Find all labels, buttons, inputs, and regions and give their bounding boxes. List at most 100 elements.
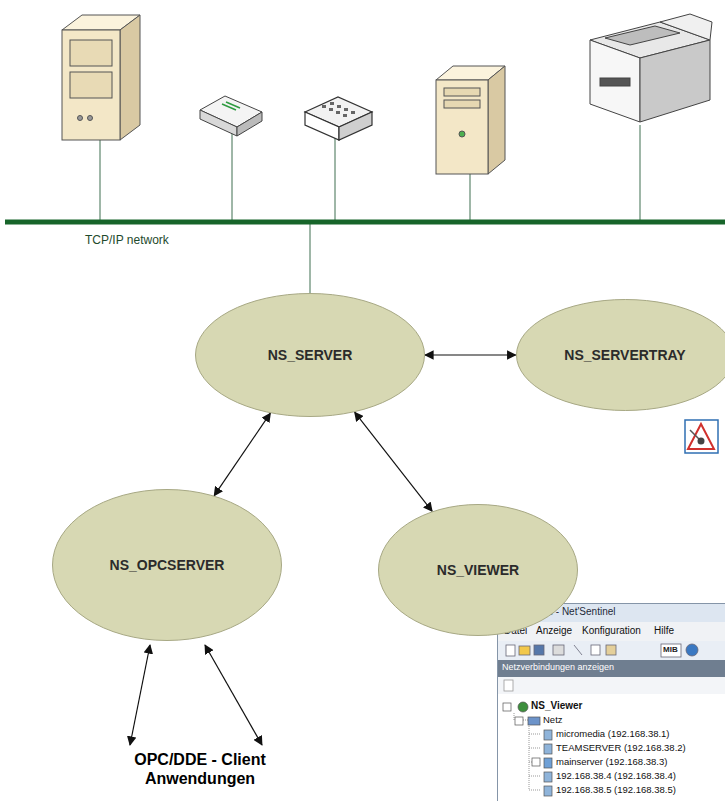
tray-icon-frame bbox=[685, 420, 718, 453]
switch-port bbox=[336, 111, 340, 114]
tool-help bbox=[686, 644, 698, 656]
printer-front bbox=[590, 40, 640, 122]
pc-front bbox=[436, 80, 488, 174]
network-bus bbox=[5, 220, 725, 225]
tree-lines bbox=[514, 713, 541, 790]
drop-line bbox=[100, 140, 101, 222]
process-ellipse: NS_VIEWER bbox=[378, 504, 578, 636]
router-icon bbox=[200, 96, 262, 136]
window-subtoolbar bbox=[498, 677, 725, 694]
printer-icon bbox=[590, 14, 712, 122]
node-label-group: NS_OPCSERVER bbox=[110, 557, 225, 573]
printer-side bbox=[640, 40, 710, 122]
switch-port bbox=[351, 111, 355, 114]
window-toolbar bbox=[498, 641, 725, 660]
tray-icon-ball bbox=[698, 438, 705, 445]
pc-drive bbox=[444, 100, 480, 108]
screenshot-text: mainserver (192.168.38.3) bbox=[556, 756, 667, 767]
tool-copy bbox=[591, 645, 600, 655]
subtool-icon bbox=[504, 680, 513, 691]
tool-paste bbox=[606, 645, 616, 655]
node-label: NS_SERVERTRAY bbox=[564, 347, 685, 363]
process-ellipse: NS_OPCSERVER bbox=[52, 489, 282, 641]
node-label-group: NS_SERVERTRAY bbox=[564, 347, 685, 363]
server-button bbox=[88, 116, 93, 121]
tree-host bbox=[544, 786, 552, 796]
screenshot-text: Konfiguration bbox=[582, 625, 641, 637]
network-drops bbox=[100, 125, 640, 293]
router-side bbox=[237, 112, 262, 136]
printer-tray bbox=[660, 14, 712, 40]
switch-port bbox=[329, 108, 333, 111]
drop-line bbox=[310, 222, 311, 293]
node-label-group: NS_VIEWER bbox=[437, 562, 519, 578]
tool-save bbox=[534, 645, 544, 655]
node-label-group: NS_SERVER bbox=[268, 347, 353, 363]
screenshot-text: micromedia (192.168.38.1) bbox=[556, 728, 670, 739]
tool-mib bbox=[661, 644, 681, 657]
tree-host bbox=[544, 758, 552, 768]
server-side bbox=[120, 15, 140, 140]
pc-led bbox=[459, 131, 465, 137]
drop-line bbox=[640, 125, 641, 222]
printer-slot bbox=[600, 78, 630, 86]
router-leds bbox=[222, 102, 240, 110]
switch-icon bbox=[305, 97, 372, 140]
screenshot-text: Hilfe bbox=[654, 625, 674, 637]
node-label: NS_VIEWER bbox=[437, 562, 519, 578]
screenshot-window bbox=[498, 604, 725, 801]
switch-ports bbox=[322, 102, 355, 117]
connector-arrow bbox=[425, 354, 516, 355]
screenshot-text: Anzeige bbox=[536, 625, 572, 637]
tree-host bbox=[544, 772, 552, 782]
router-led bbox=[226, 102, 240, 108]
process-ellipse: NS_SERVER bbox=[195, 293, 425, 417]
ellipse-shape bbox=[379, 505, 578, 636]
tree-globe bbox=[518, 702, 528, 712]
window-frame bbox=[498, 604, 725, 801]
server-bay bbox=[70, 72, 112, 98]
switch-port bbox=[322, 105, 326, 108]
tree-line bbox=[514, 713, 541, 790]
tree-toggle bbox=[503, 703, 511, 711]
screenshot-text: 192.168.38.5 (192.168.38.5) bbox=[556, 784, 676, 795]
screenshot-text: MIB bbox=[663, 645, 678, 655]
server-bay bbox=[70, 40, 112, 66]
switch-front bbox=[305, 112, 339, 140]
screenshot-text: Netz bbox=[543, 714, 563, 725]
server-icon bbox=[62, 15, 140, 140]
connector-arrow bbox=[214, 413, 270, 495]
tree-host bbox=[544, 730, 552, 740]
switch-side bbox=[339, 112, 372, 140]
tray-icon-triangle bbox=[688, 424, 714, 449]
pc-side bbox=[488, 66, 505, 174]
server-front bbox=[62, 30, 120, 140]
ellipse-shape bbox=[53, 490, 282, 641]
node-label: NS_OPCSERVER bbox=[110, 557, 225, 573]
tool-print bbox=[553, 645, 564, 655]
screenshot-text: 192.168.38.4 (192.168.38.4) bbox=[556, 770, 676, 781]
tree-toggle bbox=[532, 758, 540, 766]
toolbar-buttons bbox=[506, 644, 698, 657]
drop-line bbox=[232, 130, 233, 222]
drop-line bbox=[470, 172, 471, 222]
switch-port bbox=[343, 114, 347, 117]
switch-port bbox=[330, 102, 334, 105]
network-label: TCP/IP network bbox=[85, 233, 169, 247]
tree-toggle bbox=[515, 717, 523, 725]
process-ellipse: NS_SERVERTRAY bbox=[516, 299, 725, 411]
server-button bbox=[78, 116, 83, 121]
switch-port bbox=[344, 108, 348, 111]
connector-arrow bbox=[355, 412, 433, 511]
ellipse-shape bbox=[196, 294, 425, 417]
pc-icon bbox=[436, 66, 505, 174]
tool-open bbox=[519, 646, 530, 655]
pc-drive bbox=[444, 88, 480, 96]
switch-port bbox=[337, 105, 341, 108]
tree-net bbox=[528, 717, 540, 725]
router-front bbox=[200, 110, 237, 136]
drop-line bbox=[335, 135, 336, 222]
printer-panel bbox=[605, 26, 680, 45]
screenshot-text: Netzverbindungen anzeigen bbox=[502, 662, 614, 673]
window-panel-header bbox=[498, 660, 725, 677]
